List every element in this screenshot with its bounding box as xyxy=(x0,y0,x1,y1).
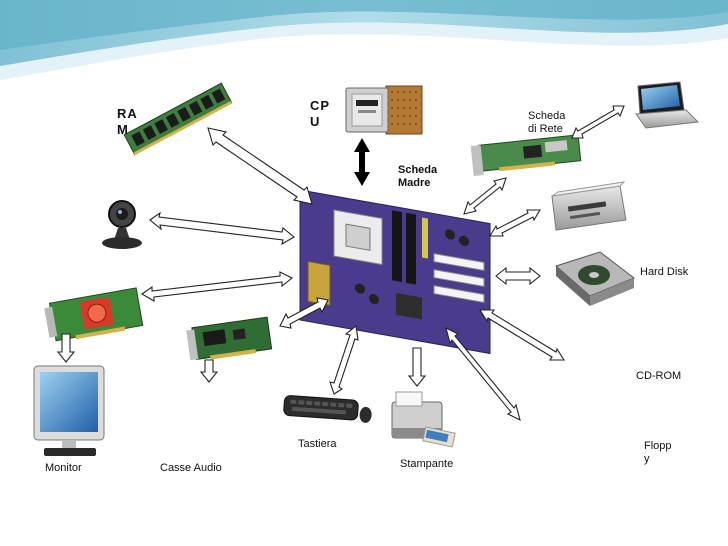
monitor-image xyxy=(33,365,105,456)
card-reader-image xyxy=(551,181,627,231)
label-cpu: CPU xyxy=(310,98,331,129)
label-floppy: Floppy xyxy=(644,440,672,465)
arrow-gpu-mb xyxy=(140,271,294,302)
cpu-image xyxy=(345,85,423,135)
arrow-mb-printer xyxy=(407,347,427,387)
network-card-image xyxy=(470,134,582,176)
arrow-laptop-network xyxy=(571,105,625,139)
label-hard-disk: Hard Disk xyxy=(640,266,689,278)
arrows xyxy=(56,105,625,422)
webcam-image xyxy=(102,200,142,249)
arrow-gpu-monitor xyxy=(56,333,76,363)
arrow-ram-mb xyxy=(207,127,313,205)
arrow-webcam-mb xyxy=(149,211,295,246)
arrow-keyboard-mb xyxy=(329,324,359,395)
printer-image xyxy=(391,391,456,448)
label-motherboard: Scheda Madre xyxy=(398,164,438,189)
motherboard-image xyxy=(299,189,491,355)
arrow-cdrom-mb xyxy=(478,309,566,361)
label-network-card: Scheda di Rete xyxy=(528,110,566,135)
arrow-sound-speakers xyxy=(199,359,219,383)
arrow-network-mb xyxy=(463,177,507,215)
arrow-hdd-mb xyxy=(495,266,541,286)
keyboard-image xyxy=(283,395,372,423)
label-cd-rom: CD-ROM xyxy=(636,370,682,382)
label-printer: Stampante xyxy=(400,458,454,470)
arrow-sound-mb xyxy=(279,297,329,329)
ram-module-image xyxy=(123,82,233,156)
label-monitor: Monitor xyxy=(45,462,82,474)
label-speakers: Casse Audio xyxy=(160,462,222,474)
header-wave xyxy=(0,0,728,80)
sound-card-image xyxy=(186,316,273,361)
label-keyboard: Tastiera xyxy=(298,438,337,450)
graphics-card-image xyxy=(44,287,144,342)
laptop-image xyxy=(635,81,700,129)
hard-disk-image xyxy=(555,251,635,306)
arrow-reader-mb xyxy=(489,209,541,237)
label-ram: RAM xyxy=(117,106,138,137)
arrow-cpu-mb xyxy=(354,138,370,186)
arrow-floppy-mb xyxy=(445,326,521,422)
